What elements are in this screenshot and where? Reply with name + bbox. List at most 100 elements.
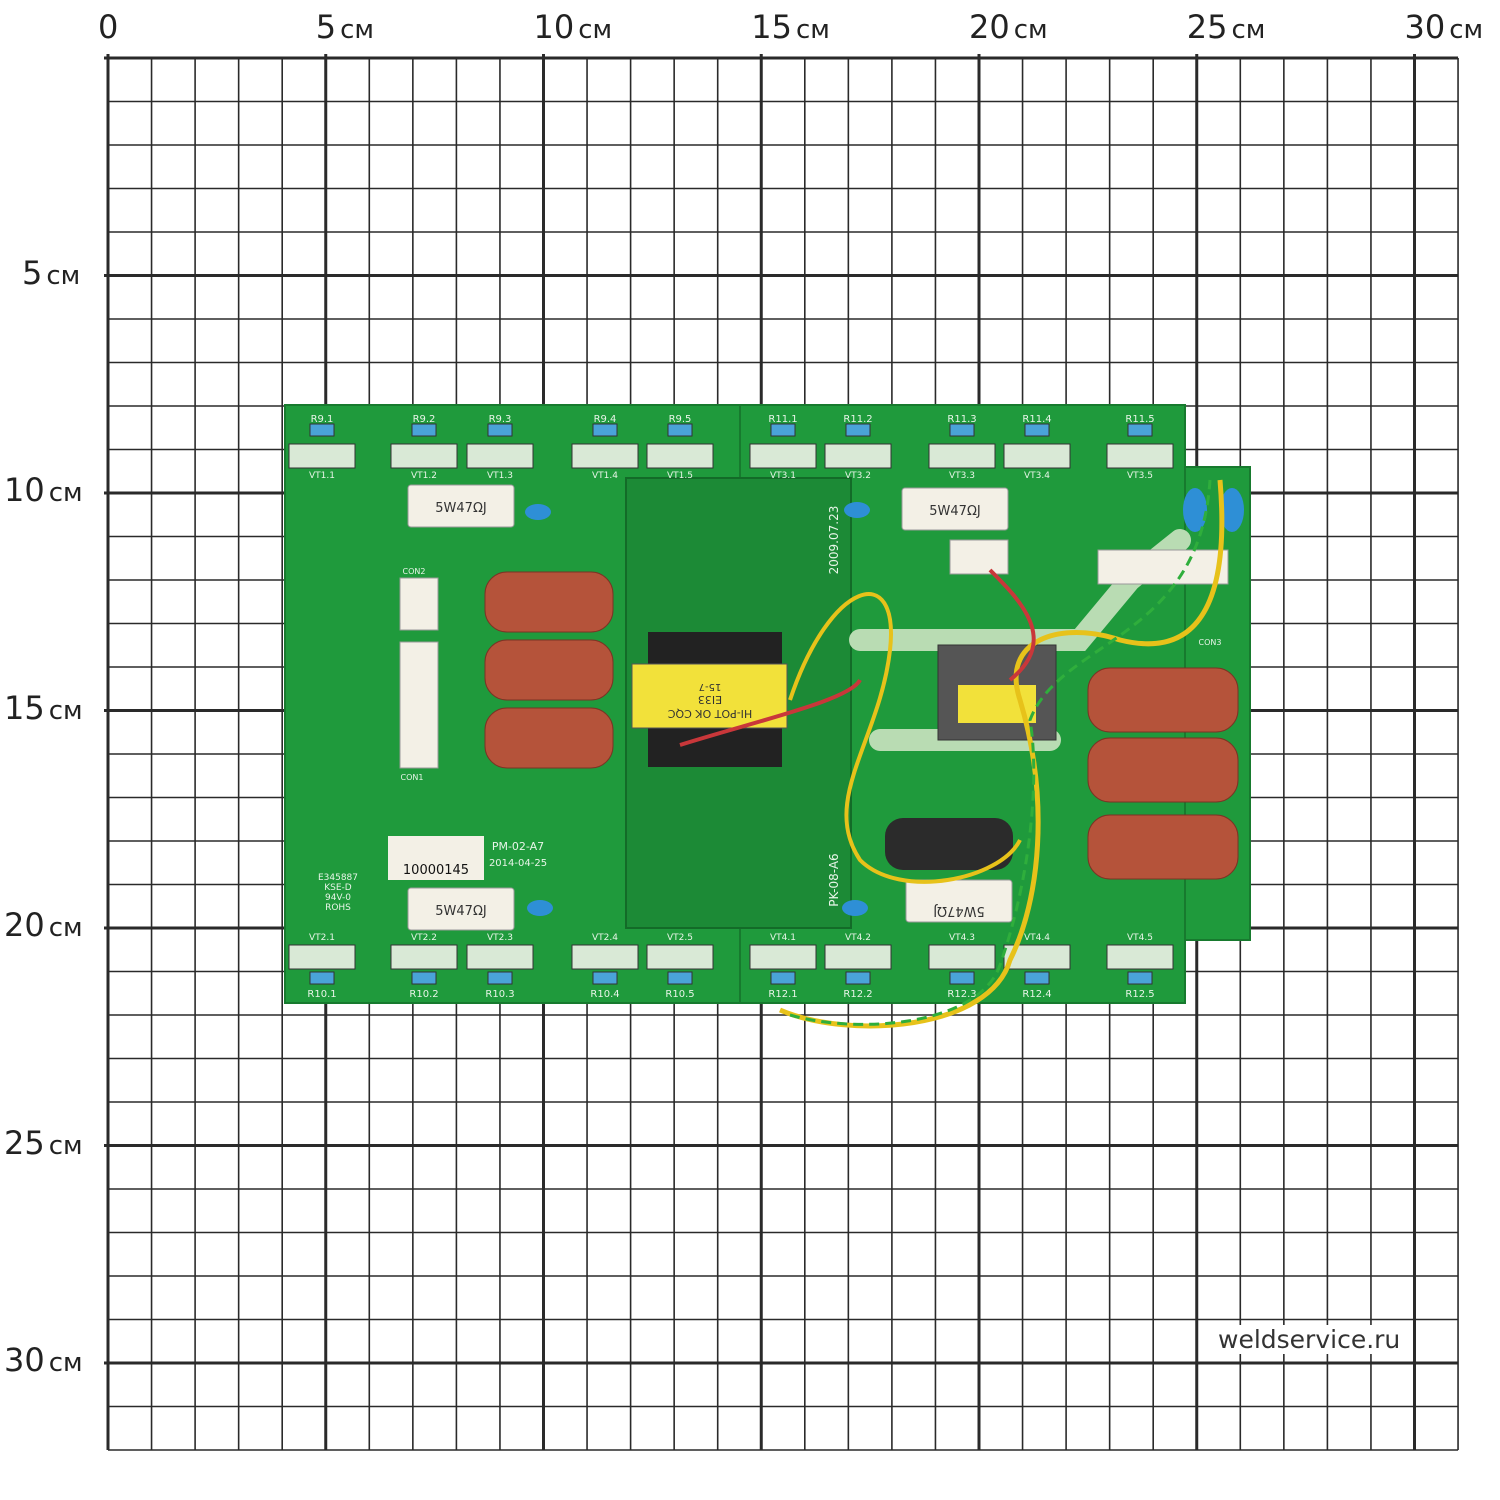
connector-con3 xyxy=(1097,549,1229,585)
resistor-label: R11.1 xyxy=(768,414,797,425)
transistor-footprint xyxy=(390,443,458,469)
transistor-label: VT1.5 xyxy=(667,471,693,481)
unit: см xyxy=(48,695,83,726)
connector-label: CON2 xyxy=(403,567,426,576)
transistor-label: VT3.5 xyxy=(1127,471,1153,481)
transistor-footprint xyxy=(288,443,356,469)
unit: см xyxy=(48,478,83,508)
resistor xyxy=(949,423,975,437)
power-resistor-label: 5W47ΩJ xyxy=(933,903,984,918)
serial-sticker xyxy=(388,836,484,880)
watermark: weldservice.ru xyxy=(1214,1325,1405,1354)
resistor-label: R10.3 xyxy=(485,989,514,1000)
y-capacitor xyxy=(1183,488,1207,532)
transistor-footprint xyxy=(466,443,534,469)
transistor-label: VT2.1 xyxy=(309,933,335,943)
power-resistor xyxy=(407,484,515,528)
tick-value: 25 xyxy=(4,1123,45,1162)
resistor xyxy=(770,971,796,985)
transformer-text: EI33 xyxy=(698,693,722,706)
resistor-label: R10.5 xyxy=(665,989,694,1000)
unit: см xyxy=(795,15,830,45)
resistor xyxy=(667,423,693,437)
resistor xyxy=(411,423,437,437)
transistor-label: VT4.5 xyxy=(1127,933,1153,943)
resistor-label: R10.2 xyxy=(409,989,438,1000)
x-axis-label: 0 xyxy=(98,8,118,46)
resistor xyxy=(845,423,871,437)
tick-value: 25 xyxy=(1186,8,1228,46)
resistor xyxy=(845,971,871,985)
film-capacitor xyxy=(484,571,614,633)
cert-mark: ROHS xyxy=(325,903,351,913)
transistor-footprint xyxy=(824,944,892,970)
transistor-footprint xyxy=(1003,443,1071,469)
ceramic-capacitor xyxy=(525,504,551,520)
resistor-label: R10.4 xyxy=(590,989,619,1000)
wire-yellow xyxy=(779,479,1225,1029)
unit: см xyxy=(1231,15,1266,45)
cert-mark: 94V-0 xyxy=(325,893,351,903)
tick-value: 20 xyxy=(4,906,45,944)
transformer-text: 15-7 xyxy=(699,681,722,692)
resistor-label: R12.1 xyxy=(768,989,797,1000)
transistor-footprint xyxy=(390,944,458,970)
transistor-label: VT1.1 xyxy=(309,471,335,481)
resistor xyxy=(411,971,437,985)
transistor-footprint xyxy=(749,443,817,469)
transistor-label: VT2.5 xyxy=(667,933,693,943)
unit: см xyxy=(48,1130,83,1161)
transistor-footprint xyxy=(824,443,892,469)
resistor xyxy=(309,423,335,437)
transistor-label: VT4.1 xyxy=(770,933,796,943)
tick-value: 5 xyxy=(315,8,337,46)
resistor-label: R11.5 xyxy=(1125,414,1154,425)
tick-value: 5 xyxy=(22,253,43,292)
transistor-label: VT3.1 xyxy=(770,471,796,481)
transformer-label xyxy=(631,663,788,729)
tick-value: 30 xyxy=(4,1341,45,1379)
transistor-footprint xyxy=(646,443,714,469)
unit: см xyxy=(1449,15,1484,45)
resistor xyxy=(667,971,693,985)
transistor-label: VT2.2 xyxy=(411,933,437,943)
film-capacitor xyxy=(1087,814,1239,880)
transistor-label: VT1.2 xyxy=(411,471,437,481)
y-capacitor xyxy=(1220,488,1244,532)
resistor-label: R11.4 xyxy=(1022,414,1051,425)
wire-red xyxy=(679,568,1036,747)
tick-value: 10 xyxy=(533,8,575,46)
film-capacitor xyxy=(484,639,614,701)
transistor-footprint xyxy=(928,944,996,970)
unit: см xyxy=(46,260,81,291)
power-resistor xyxy=(407,887,515,931)
film-capacitor xyxy=(484,707,614,769)
ceramic-capacitor xyxy=(842,900,868,916)
transistor-label: VT3.4 xyxy=(1024,471,1050,481)
power-resistor-label: 5W47ΩJ xyxy=(929,504,980,519)
wire-yellow xyxy=(788,592,1022,884)
transistor-label: VT2.3 xyxy=(487,933,513,943)
resistor xyxy=(1127,971,1153,985)
transistor-footprint xyxy=(466,944,534,970)
resistor xyxy=(487,971,513,985)
resistor-label: R11.3 xyxy=(947,414,976,425)
board-model: PK-08-A6 xyxy=(827,853,841,906)
resistor-label: R12.2 xyxy=(843,989,872,1000)
unit: см xyxy=(48,913,83,943)
resistor xyxy=(309,971,335,985)
resistor xyxy=(949,971,975,985)
resistor-label: R12.4 xyxy=(1022,989,1051,1000)
transistor-footprint xyxy=(646,944,714,970)
unit: см xyxy=(578,15,613,45)
connector-con1 xyxy=(399,641,439,769)
tick-value: 0 xyxy=(98,8,119,46)
resistor-label: R11.2 xyxy=(843,414,872,425)
